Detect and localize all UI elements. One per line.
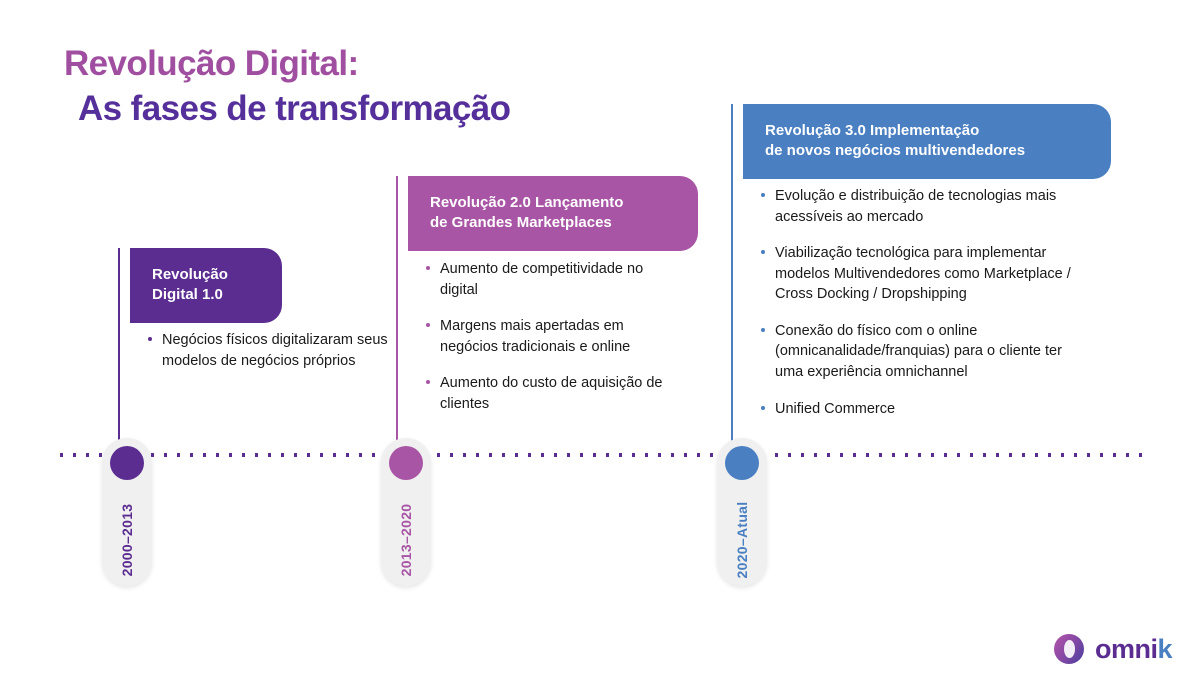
timeline-axis — [60, 453, 1150, 457]
list-item: Aumento do custo de aquisição de cliente… — [426, 373, 676, 414]
phase-1-connector-line — [118, 248, 120, 456]
bullet-dot-icon — [761, 193, 765, 197]
phase-3-header-line-1: Revolução 3.0 Implementação — [765, 122, 980, 139]
logo-text-accent: k — [1157, 633, 1172, 664]
list-item: Evolução e distribuição de tecnologias m… — [761, 186, 1091, 227]
bullet-dot-icon — [426, 266, 430, 270]
phase-3-date-capsule[interactable]: 2020–Atual — [717, 438, 767, 586]
phase-3-node-dot[interactable] — [725, 446, 759, 480]
phase-1-date-label: 2000–2013 — [119, 503, 135, 577]
phase-1-header-line-2: Digital 1.0 — [152, 285, 223, 303]
phase-3-connector-line — [731, 104, 733, 456]
phase-3-bullet-text-4: Unified Commerce — [775, 400, 896, 417]
phase-1-date-capsule[interactable]: 2000–2013 — [102, 438, 152, 586]
page-title-line-1: Revolução Digital: — [64, 44, 359, 83]
phase-1-bullet-list: Negócios físicos digitalizaram seus mode… — [148, 330, 388, 371]
phase-2-header-line-2: de Grandes Marketplaces — [430, 213, 612, 231]
bullet-dot-icon — [761, 327, 765, 332]
list-item: Unified Commerce — [761, 399, 1091, 420]
phase-2-header-line-1: Revolução 2.0 Lançamento — [430, 194, 624, 211]
bullet-dot-icon — [761, 405, 765, 410]
logo-text-main: omni — [1094, 633, 1158, 664]
bullet-dot-icon — [761, 250, 765, 255]
bullet-dot-icon — [426, 323, 430, 328]
phase-2-bullet-list: Aumento de competitividade no digital Ma… — [426, 259, 676, 414]
phase-2-connector-line — [396, 176, 398, 456]
list-item: Conexão do físico com o online (omnicana… — [761, 321, 1091, 383]
phase-2-bullet-text-1: Aumento de competitividade no digital — [440, 261, 644, 298]
omnik-logo: omnik — [1053, 633, 1173, 664]
omnik-mark-icon — [1053, 634, 1084, 664]
phase-2-date-label: 2013–2020 — [398, 503, 414, 577]
phase-3-header-line-2: de novos negócios multivendedores — [765, 141, 1026, 159]
omnik-wordmark: omnik — [1094, 633, 1173, 664]
phase-2-bullet-text-3: Aumento do custo de aquisição de cliente… — [440, 375, 663, 412]
phase-3-header: Revolução 3.0 Implementação de novos neg… — [743, 104, 1111, 179]
phase-2-date-capsule[interactable]: 2013–2020 — [381, 438, 431, 586]
phase-1-node-dot[interactable] — [110, 446, 144, 480]
phase-3-bullet-text-2: Viabilização tecnológica para implementa… — [775, 245, 1071, 303]
list-item: Margens mais apertadas em negócios tradi… — [426, 316, 676, 357]
phase-3-date-label: 2020–Atual — [734, 501, 750, 579]
list-item: Viabilização tecnológica para implementa… — [761, 243, 1091, 305]
phase-2-header: Revolução 2.0 Lançamento de Grandes Mark… — [408, 176, 698, 251]
phase-2-node-dot[interactable] — [389, 446, 423, 480]
bullet-dot-icon — [148, 337, 152, 341]
bullet-dot-icon — [426, 380, 430, 385]
page-title-line-2: As fases de transformação — [78, 88, 511, 128]
phase-2-bullet-text-2: Margens mais apertadas em negócios tradi… — [440, 318, 631, 355]
list-item: Aumento de competitividade no digital — [426, 259, 676, 300]
phase-1-header: Revolução Digital 1.0 — [130, 248, 282, 323]
page-title: Revolução Digital: As fases de transform… — [64, 42, 764, 132]
phase-3-bullet-list: Evolução e distribuição de tecnologias m… — [761, 186, 1091, 419]
list-item: Negócios físicos digitalizaram seus mode… — [148, 330, 388, 371]
phase-1-bullet-text-1: Negócios físicos digitalizaram seus mode… — [162, 332, 388, 369]
phase-1-header-line-1: Revolução — [152, 266, 228, 283]
phase-3-bullet-text-3: Conexão do físico com o online (omnicana… — [775, 322, 1062, 381]
phase-3-bullet-text-1: Evolução e distribuição de tecnologias m… — [775, 188, 1057, 225]
